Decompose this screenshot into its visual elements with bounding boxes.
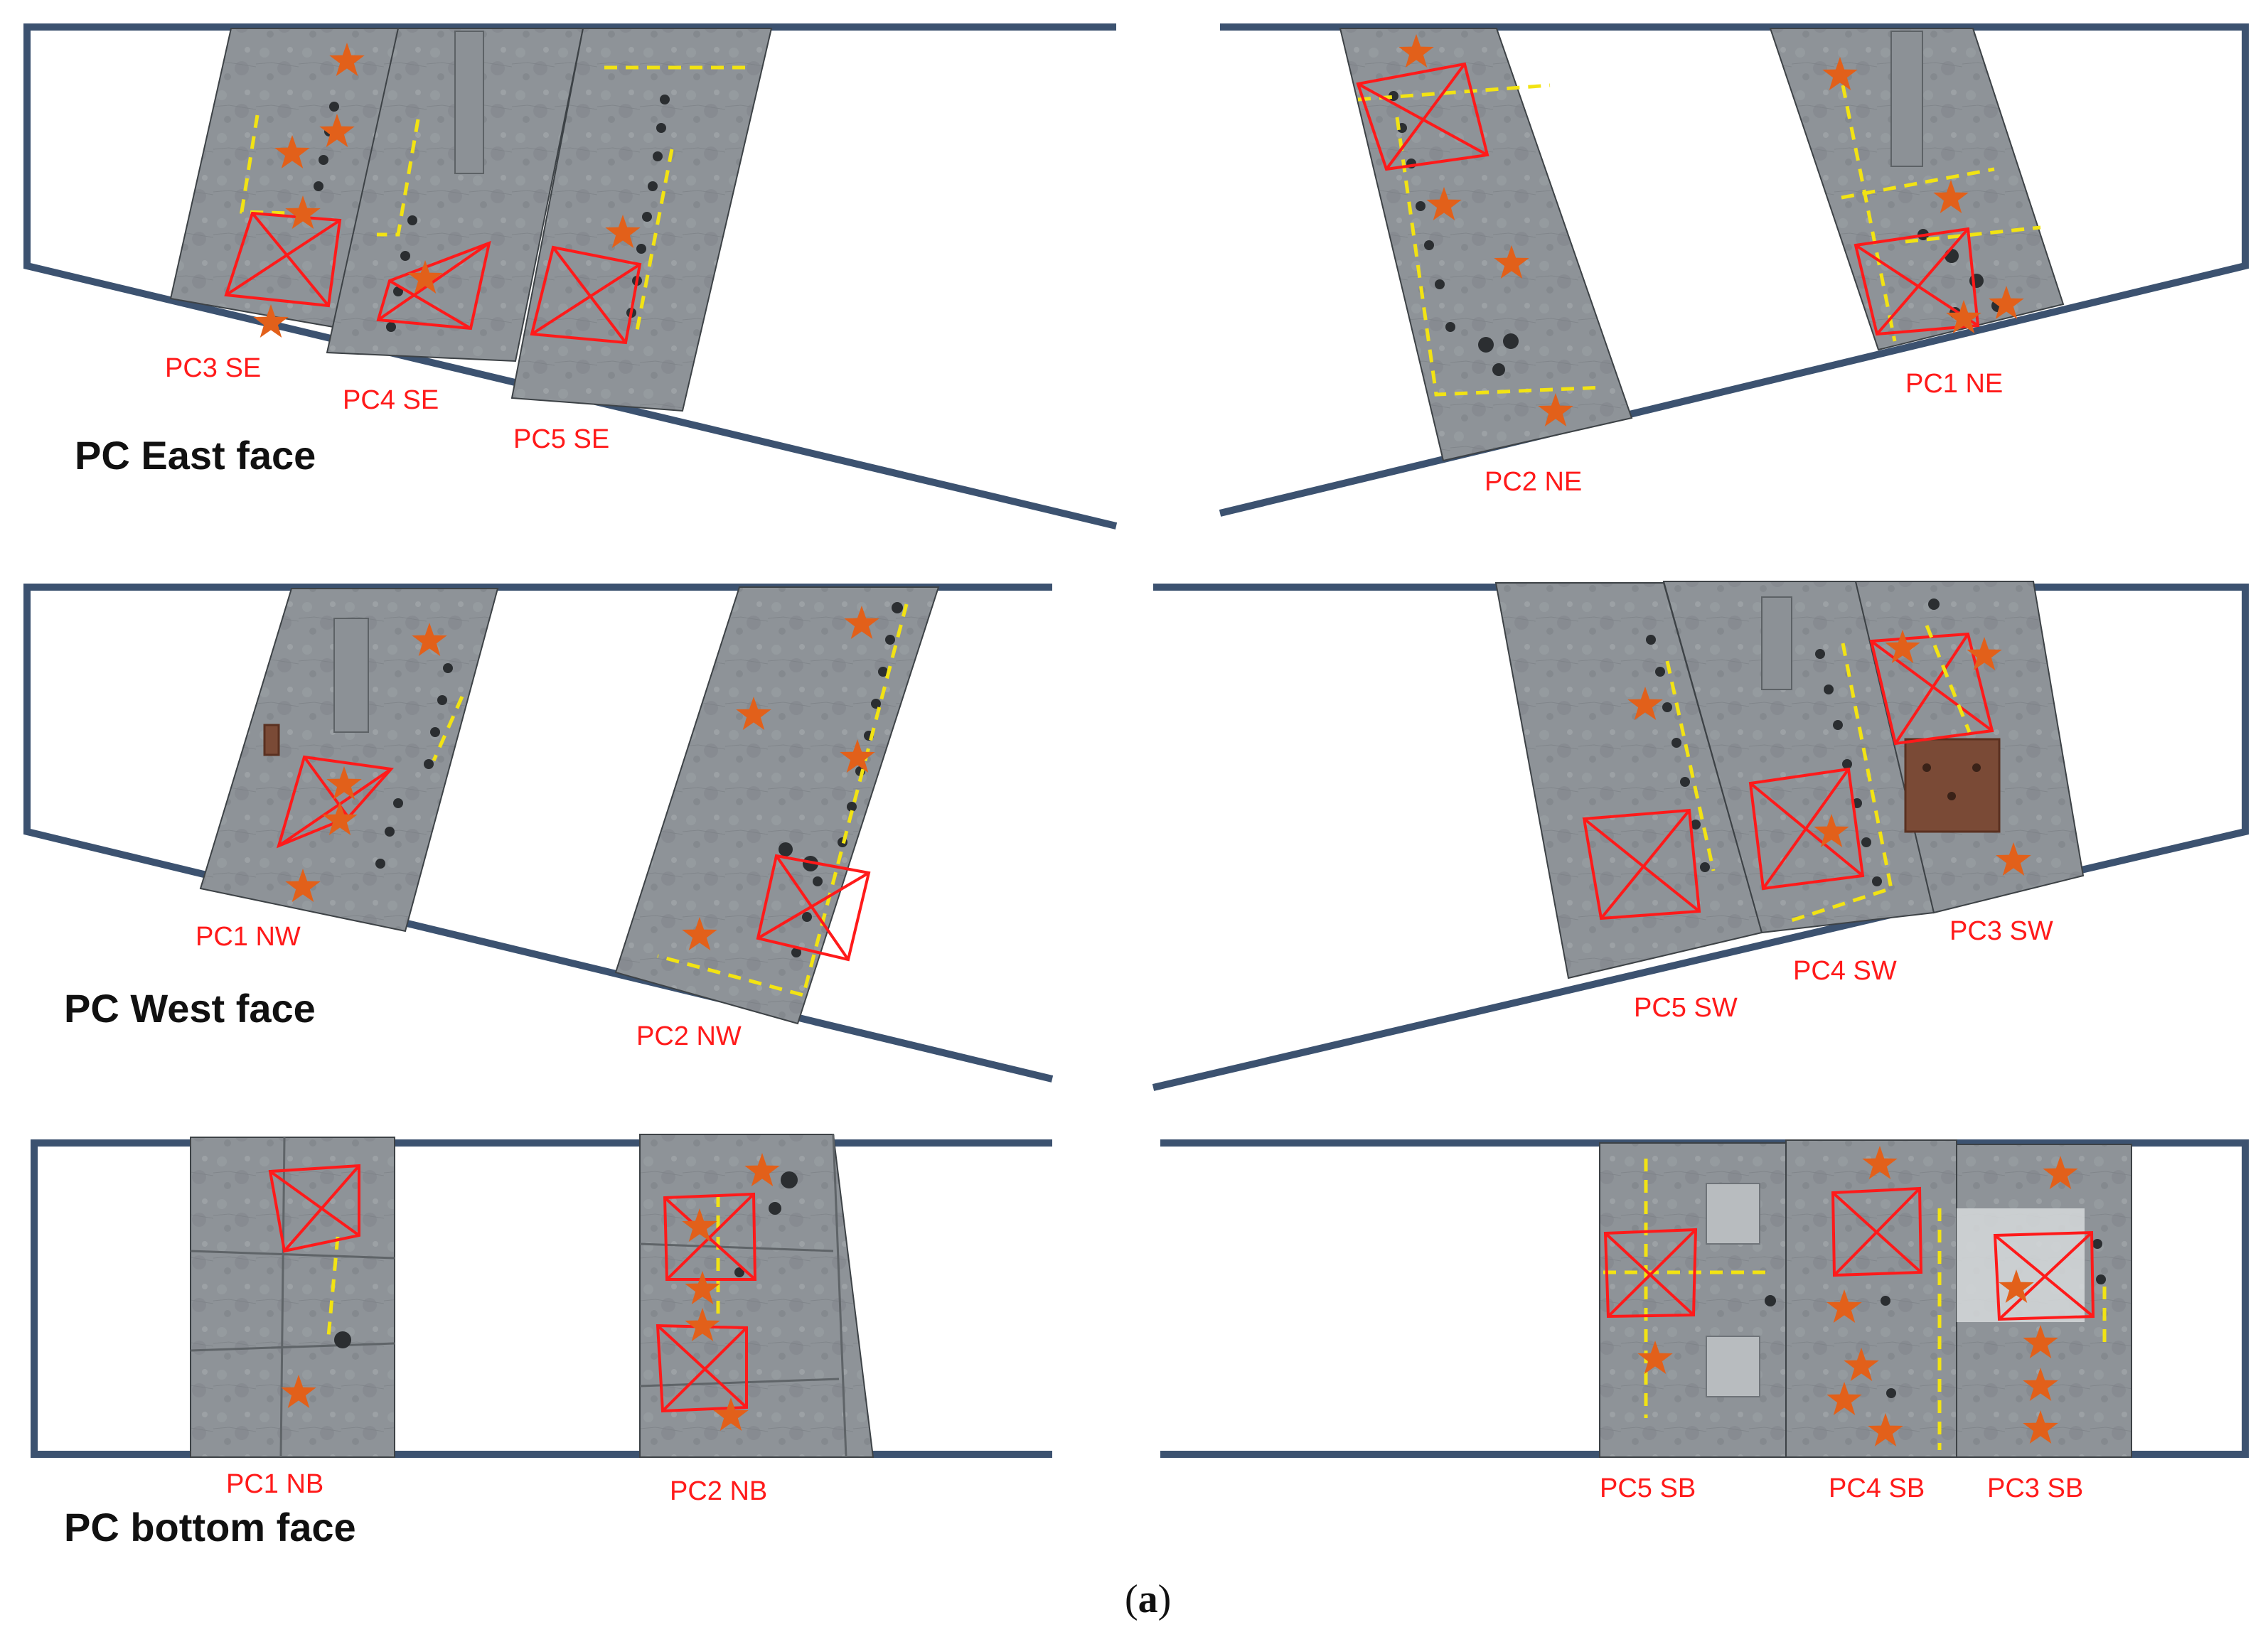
figure-caption: (a) bbox=[1125, 1577, 1171, 1621]
label-pc4-sb: PC4 SB bbox=[1829, 1473, 1925, 1503]
face-title-bottom: PC bottom face bbox=[64, 1505, 356, 1550]
label-pc4-se: PC4 SE bbox=[343, 385, 439, 415]
caption-letter: a bbox=[1138, 1577, 1158, 1621]
face-title-east: PC East face bbox=[75, 433, 316, 478]
label-pc1-nb: PC1 NB bbox=[226, 1469, 323, 1499]
panel-pc3-sb bbox=[1956, 1144, 2132, 1458]
label-pc3-se: PC3 SE bbox=[165, 353, 261, 383]
bottom-face-left-diagram: PC1 NB PC2 NB PC bottom face bbox=[31, 1134, 1052, 1550]
label-pc5-sw: PC5 SW bbox=[1634, 993, 1738, 1023]
label-pc5-sb: PC5 SB bbox=[1600, 1473, 1696, 1503]
panel-pc1-nb bbox=[190, 1137, 395, 1458]
beam-outline-west-left bbox=[23, 584, 1054, 1083]
panel-pc5-se bbox=[510, 28, 773, 412]
panel-pc2-nb bbox=[639, 1134, 874, 1458]
label-pc3-sw: PC3 SW bbox=[1949, 916, 2053, 946]
bottom-face-right-diagram: PC5 SB PC4 SB PC3 SB bbox=[1160, 1139, 2249, 1503]
panel-pc5-sb bbox=[1599, 1142, 1787, 1458]
panel-pc5-sw bbox=[1494, 582, 1763, 979]
caption-close: ) bbox=[1158, 1577, 1172, 1621]
beam-outline-bottom-left bbox=[31, 1139, 1052, 1458]
label-pc4-sw: PC4 SW bbox=[1793, 956, 1897, 986]
east-face-left-diagram: PC3 SE PC4 SE PC5 SE PC East face bbox=[23, 23, 1118, 530]
panel-pc4-sb bbox=[1785, 1139, 1957, 1458]
west-face-left-diagram: PC1 NW PC2 NW PC West face bbox=[23, 584, 1054, 1083]
panel-pc3-se bbox=[169, 28, 400, 338]
east-face-right-diagram: PC2 NE PC1 NE bbox=[1219, 23, 2249, 517]
panel-pc2-ne bbox=[1339, 28, 1633, 462]
label-pc2-ne: PC2 NE bbox=[1485, 467, 1582, 497]
label-pc5-se: PC5 SE bbox=[513, 424, 609, 454]
label-pc1-ne: PC1 NE bbox=[1905, 369, 2003, 399]
panel-pc2-nw bbox=[614, 586, 940, 1025]
panel-pc1-ne bbox=[1769, 28, 2065, 351]
label-pc2-nw: PC2 NW bbox=[636, 1021, 742, 1051]
panel-pc4-sw bbox=[1662, 581, 1935, 934]
label-pc3-sb: PC3 SB bbox=[1987, 1473, 2083, 1503]
label-pc2-nb: PC2 NB bbox=[670, 1476, 767, 1506]
label-pc1-nw: PC1 NW bbox=[196, 922, 301, 952]
west-face-right-diagram: PC5 SW PC4 SW PC3 SW bbox=[1152, 581, 2249, 1091]
face-title-west: PC West face bbox=[64, 986, 316, 1031]
panel-pc3-sw bbox=[1854, 581, 2085, 914]
panel-pc1-nw bbox=[199, 588, 499, 933]
panel-pc4-se bbox=[326, 28, 584, 363]
caption-open: ( bbox=[1125, 1577, 1138, 1621]
beam-outline-east-right bbox=[1219, 23, 2249, 517]
